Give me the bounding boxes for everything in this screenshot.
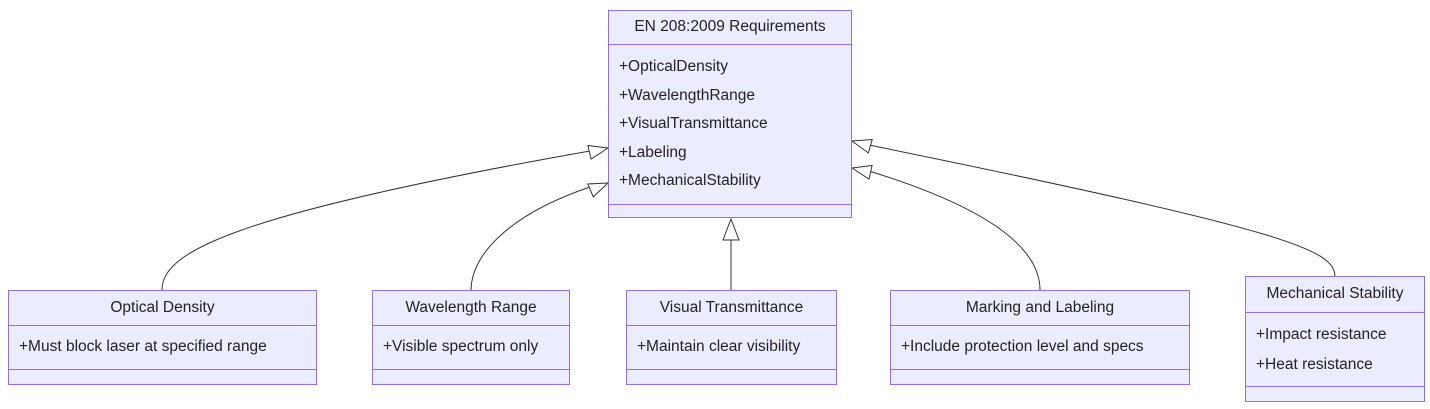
inheritance-arrowhead-icon bbox=[850, 164, 873, 180]
inheritance-arrowhead-icon bbox=[587, 144, 610, 160]
class-attribute: +Include protection level and specs bbox=[901, 338, 1144, 356]
class-methods-empty bbox=[373, 370, 569, 384]
edge-optical-density-to-parent bbox=[161, 150, 591, 291]
class-title: Visual Transmittance bbox=[659, 298, 804, 316]
class-box-optical-density: Optical Density +Must block laser at spe… bbox=[8, 290, 317, 385]
class-methods-empty bbox=[609, 205, 851, 217]
edge-marking-labeling-to-parent bbox=[868, 170, 1041, 291]
class-attribute: +Maintain clear visibility bbox=[637, 338, 801, 356]
class-box-visual-transmittance: Visual Transmittance +Maintain clear vis… bbox=[626, 290, 837, 385]
class-title: Optical Density bbox=[110, 298, 215, 316]
class-attribute: +WavelengthRange bbox=[619, 86, 756, 104]
class-attribute: +MechanicalStability bbox=[619, 172, 761, 190]
class-methods-empty bbox=[891, 370, 1189, 384]
class-attributes: +Must block laser at specified range bbox=[9, 325, 316, 370]
class-methods-empty bbox=[9, 370, 316, 384]
class-attributes: +Visible spectrum only bbox=[373, 325, 569, 370]
class-attribute: +Must block laser at specified range bbox=[19, 338, 267, 356]
class-methods-empty bbox=[627, 370, 836, 384]
class-attribute: +Visible spectrum only bbox=[383, 338, 539, 356]
edge-mechanical-stability-to-parent bbox=[868, 144, 1336, 277]
class-box-marking-and-labeling: Marking and Labeling +Include protection… bbox=[890, 290, 1190, 385]
class-title: Marking and Labeling bbox=[965, 298, 1115, 316]
class-attribute: +Heat resistance bbox=[1256, 355, 1373, 373]
class-attribute: +Impact resistance bbox=[1256, 325, 1387, 343]
class-title: EN 208:2009 Requirements bbox=[634, 18, 826, 36]
class-attribute: +Labeling bbox=[619, 143, 687, 161]
class-box-en-208-2009-requirements: EN 208:2009 Requirements +OpticalDensity… bbox=[608, 10, 852, 218]
class-methods-empty bbox=[1246, 387, 1424, 401]
class-title: Mechanical Stability bbox=[1266, 285, 1404, 303]
class-title: Wavelength Range bbox=[405, 298, 537, 316]
class-attributes: +OpticalDensity +WavelengthRange +Visual… bbox=[609, 44, 851, 205]
class-attribute: +VisualTransmittance bbox=[619, 115, 768, 133]
class-box-mechanical-stability: Mechanical Stability +Impact resistance … bbox=[1245, 276, 1425, 402]
class-attributes: +Impact resistance +Heat resistance bbox=[1246, 312, 1424, 387]
class-attribute: +OpticalDensity bbox=[619, 58, 728, 76]
class-attributes: +Include protection level and specs bbox=[891, 325, 1189, 370]
inheritance-arrowhead-icon bbox=[850, 138, 873, 154]
inheritance-arrowhead-icon bbox=[722, 217, 740, 241]
class-box-wavelength-range: Wavelength Range +Visible spectrum only bbox=[372, 290, 570, 385]
class-attributes: +Maintain clear visibility bbox=[627, 325, 836, 370]
edge-wavelength-range-to-parent bbox=[470, 185, 594, 291]
